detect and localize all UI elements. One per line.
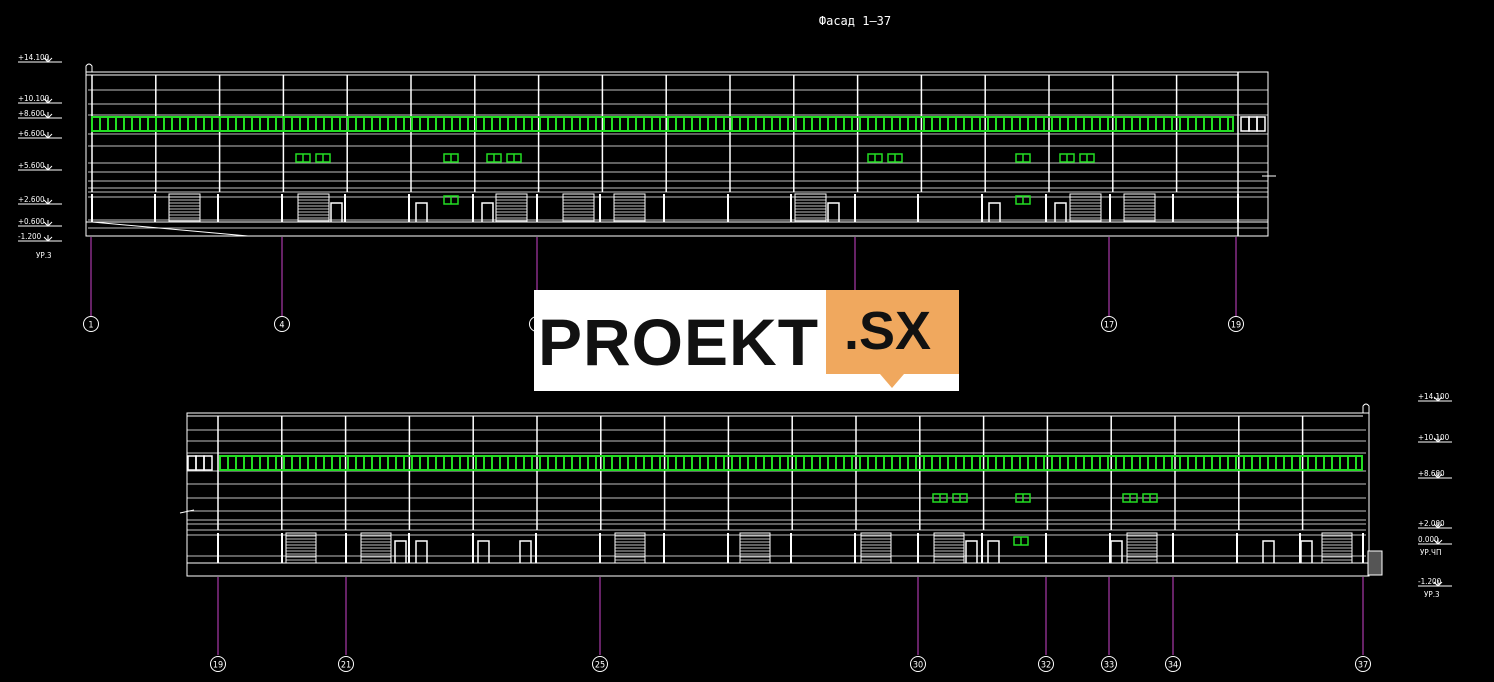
personnel-door [1054, 202, 1067, 222]
end-window [195, 455, 205, 471]
axis-bubble [338, 656, 354, 672]
axis-bubble [1038, 656, 1054, 672]
axis-label: 32 [1041, 661, 1051, 671]
axis-bubble [1101, 316, 1117, 332]
axis-label: 33 [1104, 661, 1114, 671]
axis-label: 1 [88, 321, 93, 331]
facade-top: +14.100 +10.100 +8.600 +6.600 +5.600 +2.600 +0… [18, 53, 1276, 332]
axis-bubble [1165, 656, 1181, 672]
axis-label: 17 [1104, 321, 1114, 331]
axis-bubble [592, 656, 608, 672]
personnel-door [1300, 540, 1313, 563]
watermark-badge-text: .SX [844, 301, 932, 361]
axis-bubble [910, 656, 926, 672]
personnel-door [987, 540, 1000, 563]
level-arrow [1433, 538, 1443, 545]
facade-bottom: +14.100+10.100+8.600+2.0000.000-1.200УР.… [179, 392, 1452, 672]
level-arrow [1433, 395, 1443, 402]
level-note-top: УР.3 [36, 251, 52, 260]
level-mark-top: +5.600 [18, 161, 45, 170]
level-mark-bottom: 0.000 [1418, 535, 1439, 544]
level-mark-top: +2.600 [18, 195, 45, 204]
level-note-ground: УР.3 [1424, 590, 1440, 599]
drawing-title: Фасад 1–37 [819, 14, 891, 28]
axis-bubble [1101, 656, 1117, 672]
personnel-door [1262, 540, 1275, 563]
level-mark-bottom: +2.000 [1418, 519, 1445, 528]
axis-label: 19 [213, 661, 223, 671]
end-window [1248, 116, 1258, 132]
axis-bubble [274, 316, 290, 332]
entrance-stair [1367, 550, 1383, 576]
level-arrow [1433, 472, 1443, 479]
personnel-door [1110, 540, 1123, 563]
break-mark [179, 509, 195, 514]
end-window [203, 455, 213, 471]
end-window [187, 455, 197, 471]
level-note-floor: УР.ЧП [1420, 548, 1441, 557]
level-arrow [43, 164, 53, 171]
level-arrow [43, 235, 53, 242]
level-arrow [1433, 436, 1443, 443]
level-arrow [1433, 580, 1443, 587]
personnel-door [827, 202, 840, 222]
level-mark-top: +10.100 [18, 94, 50, 103]
personnel-door [477, 540, 490, 563]
window-ribbon [219, 455, 1363, 471]
axis-label: 30 [913, 661, 923, 671]
level-mark-bottom: +14.100 [1418, 392, 1450, 401]
level-arrow [43, 132, 53, 139]
axis-label: 37 [1358, 661, 1368, 671]
level-mark-top: -1.200 [18, 232, 42, 241]
watermark-badge: .SX [826, 290, 959, 374]
level-arrow [43, 198, 53, 205]
ramp-line [91, 221, 249, 237]
facade-outline [186, 412, 1370, 577]
axis-bubble [83, 316, 99, 332]
personnel-door [988, 202, 1001, 222]
axis-label: 21 [341, 661, 351, 671]
axis-bubble [1228, 316, 1244, 332]
level-mark-top: +6.600 [18, 129, 45, 138]
level-arrow [43, 97, 53, 104]
parapet-cap [1362, 403, 1370, 413]
parapet-cap [85, 63, 93, 72]
personnel-door [965, 540, 978, 563]
end-window [1256, 116, 1266, 132]
level-mark-top: +14.100 [18, 53, 50, 62]
watermark-badge-tail [880, 374, 904, 388]
level-arrow [1433, 522, 1443, 529]
level-mark-top: +8.600 [18, 109, 45, 118]
personnel-door [481, 202, 494, 222]
level-arrow [43, 112, 53, 119]
level-arrow [43, 56, 53, 63]
end-window [1240, 116, 1250, 132]
personnel-door [330, 202, 343, 222]
axis-label: 4 [279, 321, 284, 331]
level-mark-bottom: +10.100 [1418, 433, 1450, 442]
personnel-door [415, 202, 428, 222]
axis-label: 19 [1231, 321, 1241, 331]
personnel-door [519, 540, 532, 563]
level-mark-bottom: +8.600 [1418, 469, 1445, 478]
watermark-logo: PROEKT .SX [534, 290, 959, 391]
axis-bubble [1355, 656, 1371, 672]
level-mark-top: +0.600 [18, 217, 45, 226]
personnel-door [415, 540, 428, 563]
axis-label: 25 [595, 661, 605, 671]
window-ribbon [91, 116, 1234, 132]
personnel-door [394, 540, 407, 563]
axis-label: 34 [1168, 661, 1178, 671]
level-mark-bottom: -1.200 [1418, 577, 1442, 586]
watermark-text: PROEKT [538, 305, 820, 379]
axis-bubble [210, 656, 226, 672]
level-arrow [43, 220, 53, 227]
